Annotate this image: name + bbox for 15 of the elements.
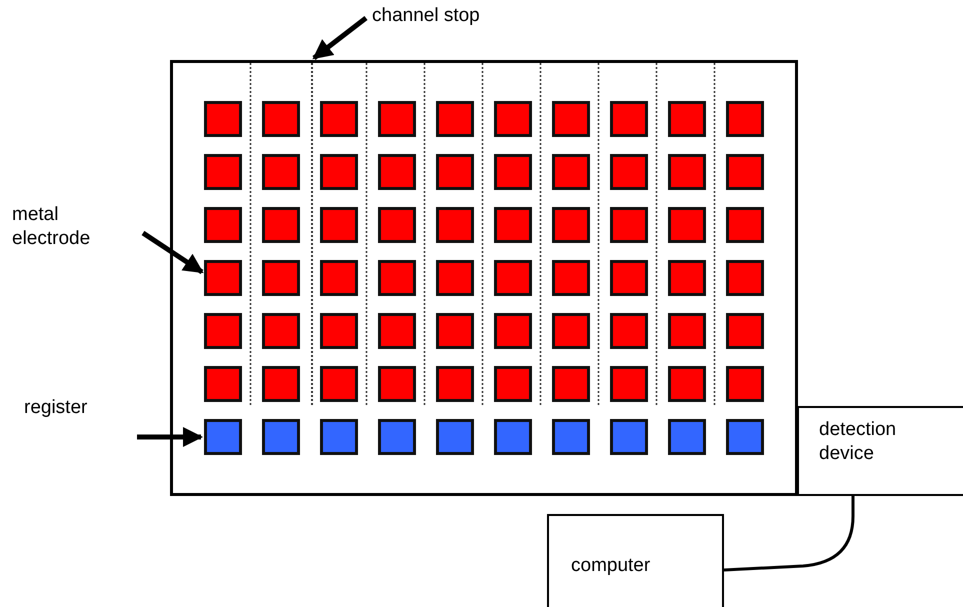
box-label: computer <box>571 554 652 578</box>
leader-arrow <box>137 427 203 447</box>
detection-device-box <box>797 406 963 496</box>
channel-stop-line <box>311 63 315 405</box>
register-cell <box>204 419 242 455</box>
box-label: detection device <box>819 418 898 466</box>
sensor-chip <box>170 60 798 496</box>
leader-arrow <box>142 230 204 274</box>
metal-electrode <box>204 260 242 296</box>
label-text: metal electrode <box>12 203 92 251</box>
label-text: register <box>24 396 88 420</box>
cable-line <box>724 496 854 572</box>
label-text: channel stop <box>372 4 481 28</box>
leader-arrow <box>312 16 368 60</box>
computer-box <box>547 514 724 607</box>
